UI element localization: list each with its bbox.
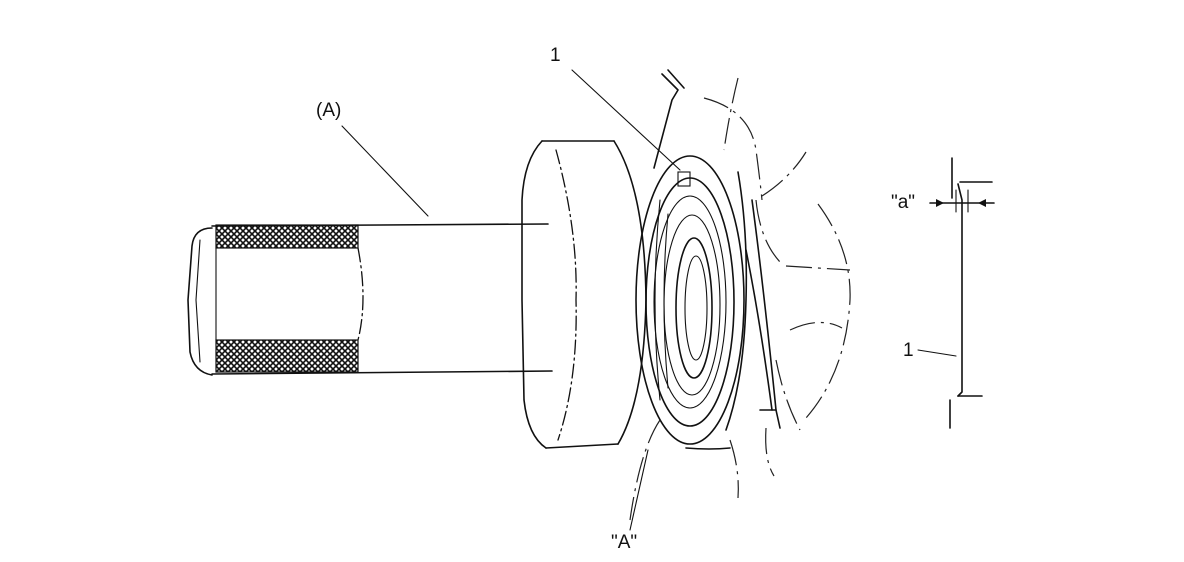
label-part-1-top: 1 bbox=[550, 45, 561, 66]
seal-section-detail bbox=[917, 157, 995, 429]
label-dimension-a: "a" bbox=[891, 192, 915, 213]
label-part-1-side: 1 bbox=[903, 340, 914, 361]
leader-seal bbox=[571, 69, 681, 171]
knurled-grip-bottom bbox=[215, 339, 359, 373]
oil-seal bbox=[635, 155, 745, 445]
label-tool-a: (A) bbox=[316, 100, 341, 121]
driver-head bbox=[521, 140, 647, 449]
leader-tool bbox=[341, 125, 429, 217]
label-view-a: "A" bbox=[611, 532, 637, 553]
leader-lines bbox=[341, 69, 681, 531]
housing-outline bbox=[629, 69, 851, 521]
installer-tool bbox=[187, 140, 647, 449]
knurled-grip-top bbox=[215, 224, 359, 249]
leader-view-ref bbox=[629, 449, 649, 531]
